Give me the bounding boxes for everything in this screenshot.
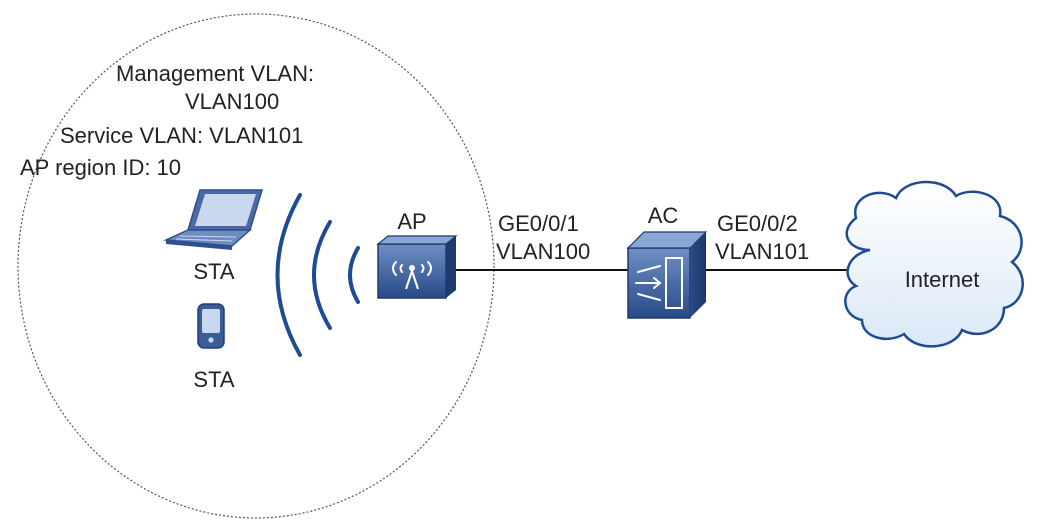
- ap-region-id-label: AP region ID: 10: [20, 155, 182, 180]
- sta-phone-label: STA: [193, 367, 235, 392]
- sta-laptop-label: STA: [193, 259, 235, 284]
- management-vlan-label: Management VLAN:: [116, 61, 315, 86]
- internet-cloud-icon: [844, 180, 1024, 348]
- internet-label: Internet: [904, 267, 980, 292]
- ac-internet-port-label: GE0/0/2: [717, 211, 798, 236]
- ap-label: AP: [397, 209, 427, 234]
- access-controller-icon: [626, 231, 708, 319]
- ap-ac-vlan-label: VLAN100: [496, 239, 591, 264]
- ac-label: AC: [647, 203, 679, 228]
- access-point-icon: [376, 235, 458, 299]
- management-vlan-value: VLAN100: [185, 89, 280, 114]
- ac-internet-vlan-label: VLAN101: [715, 239, 810, 264]
- mobile-phone-icon: [197, 303, 225, 349]
- ap-coverage-area: [17, 13, 495, 519]
- laptop-icon: [163, 189, 264, 250]
- ap-ac-port-label: GE0/0/1: [498, 211, 579, 236]
- wireless-signal-icon: [275, 193, 360, 357]
- service-vlan-label: Service VLAN: VLAN101: [60, 123, 304, 148]
